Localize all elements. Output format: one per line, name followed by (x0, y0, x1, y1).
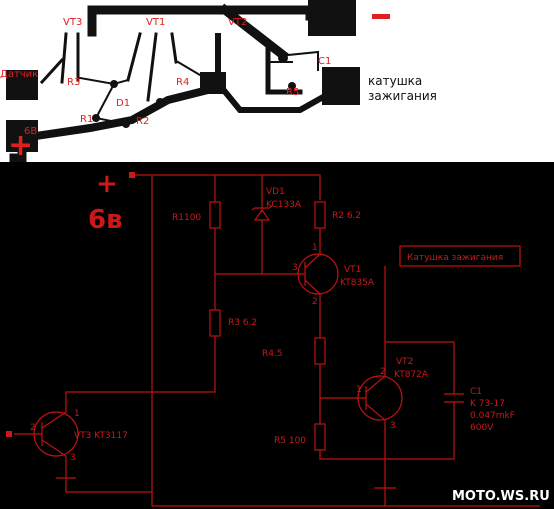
trace-vt2-right (265, 47, 303, 95)
label-c1-value: 0.047mkF (470, 411, 515, 421)
vt1-pin-2: 2 (312, 297, 318, 307)
via-3 (122, 120, 130, 128)
zener-bar (251, 205, 273, 211)
label-r1: R1100 (172, 213, 201, 223)
vt3-collector (41, 411, 67, 429)
label-vt2-type: KT872A (394, 370, 429, 380)
plus-sign: + (8, 128, 33, 162)
r1-body (94, 116, 128, 126)
via-6 (288, 82, 296, 90)
label-vt2: VT2 (396, 357, 413, 367)
pad-minus (308, 0, 356, 36)
pad-sensor (6, 70, 38, 100)
schematic-drawing: + 6в R1100 VD1 KC133A R2 6.2 1 3 2 VT1 (6, 169, 550, 507)
watermark: MOTO.WS.RU (452, 489, 550, 504)
label-c1: C1 (318, 56, 331, 67)
trace-bottom-bus (9, 145, 27, 162)
label-r1: R1 (80, 114, 93, 125)
label-coil: Катушка зажигания (407, 253, 503, 263)
wire-vt3-rail (65, 478, 152, 493)
minus-sign (372, 14, 390, 19)
label-sensor: Датчик (0, 69, 38, 80)
pcb-layout-panel: VT3 VT1 VT2 Датчик R3 R4 D1 R1 R2 R5 C1 … (0, 0, 554, 162)
resistor-r2 (314, 201, 326, 229)
label-r3: R3 (67, 77, 80, 88)
schematic-panel: + 6в R1100 VD1 KC133A R2 6.2 1 3 2 VT1 (0, 162, 554, 509)
vt2-pin-2: 2 (380, 367, 386, 377)
transistor-vt2 (357, 375, 403, 421)
wire-r5-bottom (319, 450, 385, 460)
label-vt1-type: KT835A (340, 278, 375, 288)
trace-top-bus (87, 5, 315, 37)
label-vt1: VT1 (146, 17, 165, 28)
trace-c1 (286, 50, 319, 71)
d1-body (94, 82, 116, 120)
label-r5: R5 100 (274, 436, 306, 446)
wire-c1-top (385, 341, 455, 394)
transistor-vt1 (297, 253, 339, 295)
r2-body (126, 100, 162, 126)
label-vt3: VT3 (63, 17, 82, 28)
resistor-r5 (314, 423, 326, 451)
wire-c1-bottom (385, 402, 455, 460)
pad-coil (322, 67, 360, 105)
vt3-emitter (41, 439, 67, 457)
r4-body (176, 60, 207, 80)
trace-main (31, 85, 213, 141)
vt2-emitter (365, 403, 386, 421)
label-vt3: VT3 KT3117 (74, 431, 128, 441)
vt1-emitter (304, 279, 321, 295)
label-c1: C1 (470, 387, 482, 397)
trace-coil-feed (217, 83, 330, 113)
vt3-pin-1: 1 (74, 409, 80, 419)
vt1-leg-2 (146, 32, 158, 102)
vt1-pin-3: 3 (292, 263, 298, 273)
vt2-pin-3: 3 (390, 421, 396, 431)
via-1 (110, 80, 118, 88)
coil-box (399, 245, 521, 267)
label-c1-type: K 73-17 (470, 399, 505, 409)
vt3-leg-1 (60, 32, 68, 84)
vt1-leg-1 (126, 32, 142, 82)
vt1-collector (304, 253, 321, 269)
wire-r3-to-vt3 (65, 336, 216, 412)
vt1-pin-1: 1 (312, 243, 318, 253)
vt3-pin-2: 2 (30, 423, 36, 433)
resistor-r4 (314, 337, 326, 365)
label-6v: 6В (24, 126, 37, 137)
label-vd1: VD1 (266, 187, 285, 197)
label-r3: R3 6.2 (228, 318, 257, 328)
supply-voltage: 6в (88, 205, 123, 235)
label-vt2: VT2 (228, 17, 247, 28)
label-d1: D1 (116, 98, 130, 109)
supply-plus: + (96, 169, 118, 199)
via-2 (92, 114, 100, 122)
r3-body (78, 76, 130, 86)
label-vt1: VT1 (344, 265, 361, 275)
label-coil-1: катушка (368, 74, 422, 88)
vt2-pin-1: 1 (356, 385, 362, 395)
label-vd1-type: KC133A (266, 200, 302, 210)
trace-top-branch (218, 3, 290, 62)
label-r2: R2 6.2 (332, 211, 361, 221)
wire-top-bus (135, 174, 321, 200)
label-r5: R5 (286, 87, 299, 98)
via-5 (278, 53, 288, 63)
via-4 (156, 98, 164, 106)
label-r4: R4 (176, 77, 189, 88)
resistor-r1 (209, 201, 221, 229)
vt1-leg-3 (170, 32, 178, 64)
supply-terminal (129, 172, 135, 178)
pcb-drawing: VT3 VT1 VT2 Датчик R3 R4 D1 R1 R2 R5 C1 … (0, 0, 437, 162)
label-r4: R4.5 (262, 349, 283, 359)
label-coil-2: зажигания (368, 89, 437, 103)
vt3-pin-3: 3 (70, 453, 76, 463)
wire-ground-rail (151, 175, 540, 507)
label-r2: R2 (136, 116, 149, 127)
label-c1-voltage: 600V (470, 423, 494, 433)
vt3-trace-sensor (39, 57, 65, 85)
vt2-collector (365, 375, 386, 393)
resistor-r3 (209, 309, 221, 337)
input-terminal (6, 431, 12, 437)
